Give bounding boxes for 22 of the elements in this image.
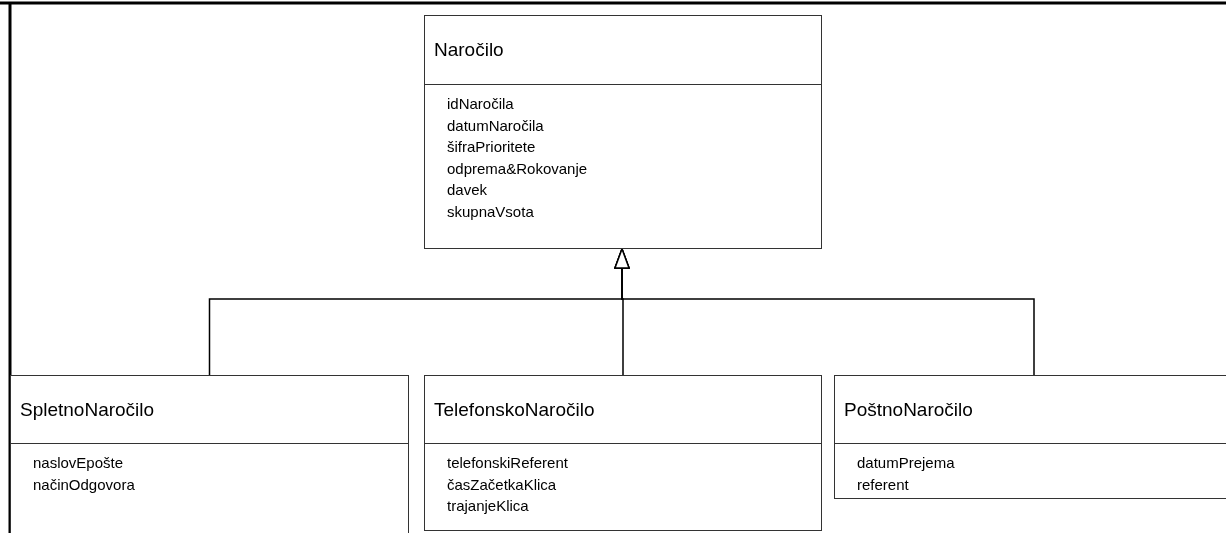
attribute-name: davek: [447, 180, 489, 200]
attribute-name: časZačetkaKlica: [447, 474, 558, 495]
attribute-name: datumPrejema: [857, 453, 956, 473]
attribute-name: referent: [857, 474, 910, 495]
attribute-name: datumNaročila: [447, 115, 545, 136]
class-name: Naročilo: [434, 39, 504, 61]
attribute-name: idNaročila: [447, 94, 515, 114]
attribute-name: telefonskiReferent: [447, 453, 569, 473]
generalization-connector: [614, 248, 1035, 376]
class-name: TelefonskoNaročilo: [434, 398, 595, 421]
class-box: [424, 375, 822, 531]
class-box: [424, 15, 822, 249]
attribute-name: trajanjeKlica: [447, 496, 530, 516]
class-box: [10, 375, 409, 533]
attribute-name: odprema&Rokovanje: [447, 158, 589, 179]
class-name: SpletnoNaročilo: [20, 398, 155, 421]
class-box: [834, 375, 1226, 499]
attribute-name: naslovEpošte: [33, 453, 125, 473]
attribute-name: šifraPrioritete: [447, 137, 537, 157]
attribute-name: načinOdgovora: [33, 474, 136, 495]
attribute-name: skupnaVsota: [447, 201, 535, 222]
class-name: PoštnoNaročilo: [844, 398, 973, 421]
